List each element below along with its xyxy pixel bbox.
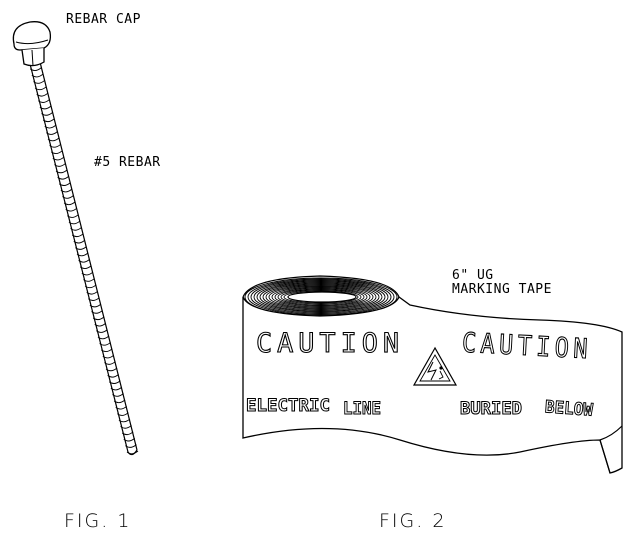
rebar-rib <box>118 418 131 423</box>
rebar-rib <box>97 335 110 340</box>
tape-roll-winding <box>247 278 395 316</box>
rebar-rib <box>104 361 116 365</box>
rebar-rib <box>102 354 115 359</box>
tape-roll-winding <box>250 279 392 315</box>
rebar-rib <box>38 99 50 103</box>
tape-type-label: MARKING TAPE <box>452 282 552 297</box>
rebar-rib <box>50 150 63 155</box>
figure-2-marking-tape: CAUTION CAUTION ELECTRIC LINE BURIED BEL… <box>242 268 623 474</box>
tape-roll-winding <box>274 287 368 307</box>
rebar-rib <box>54 163 66 167</box>
rebar-rib <box>84 284 97 289</box>
rebar-rib <box>105 367 118 372</box>
tape-roll-winding <box>256 281 386 313</box>
rebar-rib <box>44 124 57 129</box>
rebar-rib <box>107 374 119 378</box>
figure-1-rebar: REBAR CAP #5 REBAR <box>12 12 161 456</box>
rebar-rib <box>89 303 102 308</box>
rebar-rib <box>79 265 92 269</box>
rebar-rib <box>117 412 129 416</box>
rebar-rib <box>121 431 134 436</box>
rebar-ribs <box>26 54 139 455</box>
rebar-cap-label: REBAR CAP <box>66 12 141 27</box>
tape-roll-winding <box>262 283 380 311</box>
rebar-rib <box>71 233 84 238</box>
rebar-rib <box>57 176 69 180</box>
rebar-rib <box>100 348 113 353</box>
rebar-rib <box>55 169 68 174</box>
rebar-rib <box>67 214 79 218</box>
rebar-rib <box>99 342 111 346</box>
tape-roll-windings <box>244 277 398 317</box>
figure-1-caption: FIG. 1 <box>64 510 131 532</box>
rebar-rib <box>92 316 105 321</box>
rebar-rib <box>91 310 103 314</box>
rebar-rib <box>33 80 45 84</box>
rebar-rib <box>113 399 126 404</box>
rebar-rib <box>78 259 90 263</box>
rebar-rib <box>52 156 65 161</box>
rebar-rib <box>31 73 44 78</box>
rebar-rib <box>29 67 42 71</box>
rebar-rib <box>39 105 52 110</box>
rebar-cap-icon <box>12 21 52 67</box>
tape-text-buried: BURIED <box>460 399 522 419</box>
rebar-rib <box>115 405 127 410</box>
rebar-rib <box>70 227 82 231</box>
rebar-rib <box>60 188 73 193</box>
tape-roll-winding <box>283 290 359 304</box>
rebar-rib <box>36 92 48 97</box>
tape-text-caution-right: CAUTION <box>461 328 592 366</box>
electric-hazard-triangle-icon <box>412 346 458 386</box>
rebar-rib <box>88 297 100 301</box>
tape-roll-winding <box>280 289 362 305</box>
rebar-rib <box>108 380 121 384</box>
rebar-rib <box>110 386 123 391</box>
tape-text-electric: ELECTRIC <box>246 396 330 416</box>
rebar-rib <box>63 201 76 206</box>
tape-roll-winding <box>277 288 365 306</box>
tape-roll-winding <box>268 285 374 309</box>
tape-size-label: 6" UG <box>452 268 494 283</box>
rebar-rib <box>65 207 77 212</box>
rebar-rib <box>42 118 55 123</box>
tape-text-line: LINE <box>343 399 381 419</box>
tape-roll-winding <box>271 286 371 308</box>
figure-2-caption: FIG. 2 <box>379 510 446 532</box>
rebar-rib <box>76 252 89 257</box>
rebar-rib <box>125 444 137 448</box>
rebar-rib <box>94 322 107 327</box>
rebar-rib <box>83 278 95 282</box>
rebar-rib <box>96 329 108 333</box>
rebar-rib <box>81 271 94 276</box>
rebar-shaft <box>26 53 139 456</box>
rebar-rib <box>49 144 61 148</box>
rebar-size-label: #5 REBAR <box>94 155 161 170</box>
rebar-rib <box>58 182 71 186</box>
rebar-rib <box>73 239 86 244</box>
tape-roll-winding <box>265 284 377 310</box>
rebar-rib <box>86 290 98 295</box>
tape-roll <box>242 275 400 317</box>
rebar-rib <box>41 112 53 116</box>
rebar-rib <box>68 220 81 225</box>
rebar-rib <box>62 195 74 199</box>
tape-text-caution-left: CAUTION <box>256 328 404 359</box>
tape-roll-winding <box>253 280 389 314</box>
tape-roll-winding <box>259 282 383 312</box>
rebar-rib <box>47 137 60 142</box>
rebar-rib <box>46 131 58 135</box>
rebar-rib <box>112 393 124 397</box>
rebar-rib <box>75 246 87 250</box>
tape-text-below: BELOW <box>544 397 594 420</box>
rebar-rib <box>123 437 136 442</box>
rebar-rib <box>34 86 47 91</box>
rebar-rib <box>120 425 132 429</box>
tape-roll-core <box>287 291 357 303</box>
